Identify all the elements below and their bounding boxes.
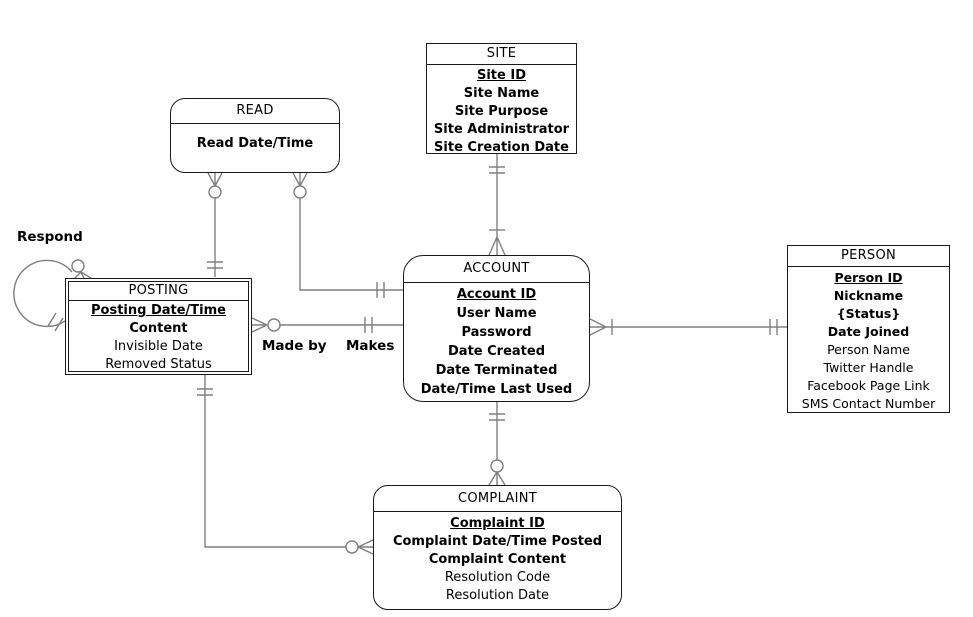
attribute: Site Administrator — [433, 122, 570, 137]
attribute: Twitter Handle — [823, 360, 914, 375]
attribute-list: Complaint ID Complaint Date/Time Posted … — [374, 512, 621, 605]
attribute: Complaint Content — [428, 552, 567, 567]
attribute: Person ID — [834, 270, 903, 285]
attribute-list: Posting Date/Time Content Invisible Date… — [69, 301, 248, 374]
entity-inner-border: POSTING Posting Date/Time Content Invisi… — [68, 281, 249, 372]
attribute: Complaint Date/Time Posted — [392, 534, 603, 549]
attribute: Facebook Page Link — [807, 378, 930, 393]
attribute: Site Creation Date — [434, 140, 569, 155]
attribute: Resolution Date — [445, 588, 550, 603]
connector-posting-account — [251, 317, 403, 333]
attribute-list: Read Date/Time — [171, 124, 339, 153]
connector-account-complaint — [488, 402, 506, 486]
entity-person: PERSON Person ID Nickname {Status} Date … — [787, 245, 950, 413]
relationship-label-makes: Makes — [346, 338, 395, 354]
connector-respond-loop — [13, 259, 92, 332]
entity-title: SITE — [427, 44, 576, 65]
attribute: {Status} — [836, 306, 901, 321]
relationship-label-made-by: Made by — [262, 338, 327, 354]
attribute-list: Account ID User Name Password Date Creat… — [404, 283, 589, 399]
entity-title: POSTING — [69, 282, 248, 301]
attribute: Site ID — [476, 68, 526, 83]
attribute: Person Name — [827, 342, 910, 357]
entity-complaint: COMPLAINT Complaint ID Complaint Date/Ti… — [373, 485, 622, 610]
attribute: Invisible Date — [114, 339, 203, 354]
entity-title: ACCOUNT — [404, 256, 589, 283]
attribute-list: Site ID Site Name Site Purpose Site Admi… — [427, 65, 576, 157]
attribute-list: Person ID Nickname {Status} Date Joined … — [788, 267, 949, 413]
connector-posting-complaint — [197, 375, 374, 555]
entity-title: COMPLAINT — [374, 486, 621, 512]
attribute: Complaint ID — [450, 516, 545, 531]
attribute: Posting Date/Time — [91, 303, 226, 318]
relationship-label-respond: Respond — [17, 229, 83, 245]
entity-read: READ Read Date/Time — [170, 98, 340, 173]
attribute: Content — [129, 321, 188, 336]
entity-title: READ — [171, 99, 339, 124]
entity-posting: POSTING Posting Date/Time Content Invisi… — [65, 278, 252, 375]
attribute: Site Purpose — [454, 104, 549, 119]
entity-title: PERSON — [788, 246, 949, 267]
attribute: Date Terminated — [435, 363, 558, 378]
attribute: SMS Contact Number — [801, 396, 936, 411]
attribute: Removed Status — [105, 357, 212, 372]
attribute: Site Name — [463, 86, 540, 101]
attribute: Password — [461, 325, 532, 340]
connector-site-account — [488, 154, 506, 256]
attribute: Resolution Code — [444, 570, 551, 585]
attribute: User Name — [456, 306, 537, 321]
attribute: Date Joined — [827, 324, 910, 339]
attribute: Read Date/Time — [196, 136, 314, 151]
entity-site: SITE Site ID Site Name Site Purpose Site… — [426, 43, 577, 157]
attribute: Account ID — [456, 287, 537, 302]
entity-account: ACCOUNT Account ID User Name Password Da… — [403, 255, 590, 402]
connector-account-person — [589, 318, 787, 336]
connector-read-posting — [207, 172, 223, 277]
attribute: Date/Time Last Used — [420, 382, 573, 397]
connector-read-account — [292, 172, 403, 298]
attribute: Date Created — [448, 344, 545, 359]
attribute: Nickname — [833, 288, 904, 303]
